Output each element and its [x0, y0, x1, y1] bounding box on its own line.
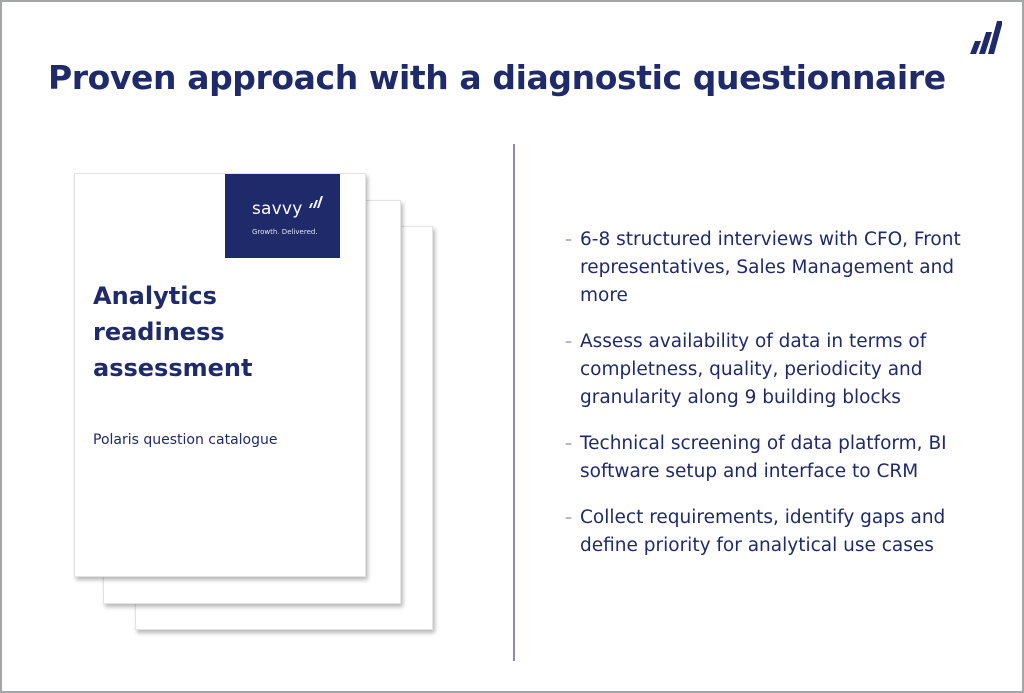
document-title: Analytics readiness assessment: [93, 282, 253, 382]
slide-title: Proven approach with a diagnostic questi…: [48, 58, 946, 97]
brand-box: savvy Growth. Delivered.: [225, 174, 340, 258]
vertical-divider: [513, 144, 515, 661]
brand-name: savvy: [252, 199, 303, 219]
dash-icon: –: [565, 232, 572, 248]
bullet-text: Collect requirements, identify gaps and …: [580, 507, 946, 556]
savvy-bars-icon: [309, 196, 323, 208]
bullet-text: 6-8 structured interviews with CFO, Fron…: [580, 229, 961, 306]
document-subtitle: Polaris question catalogue: [93, 432, 278, 448]
bullet-item: –Assess availability of data in terms of…: [565, 328, 985, 412]
bullet-text: Assess availability of data in terms of …: [580, 331, 927, 408]
savvy-bars-icon: [970, 21, 1002, 54]
bullet-list: –6-8 structured interviews with CFO, Fro…: [565, 226, 985, 578]
bullet-item: –Collect requirements, identify gaps and…: [565, 504, 985, 560]
bullet-item: –Technical screening of data platform, B…: [565, 430, 985, 486]
dash-icon: –: [565, 436, 572, 452]
dash-icon: –: [565, 510, 572, 526]
bullet-item: –6-8 structured interviews with CFO, Fro…: [565, 226, 985, 310]
bullet-text: Technical screening of data platform, BI…: [580, 433, 947, 482]
dash-icon: –: [565, 334, 572, 350]
brand-tagline: Growth. Delivered.: [252, 228, 318, 236]
document-page-front: savvy Growth. Delivered. Analytics readi…: [74, 173, 366, 577]
